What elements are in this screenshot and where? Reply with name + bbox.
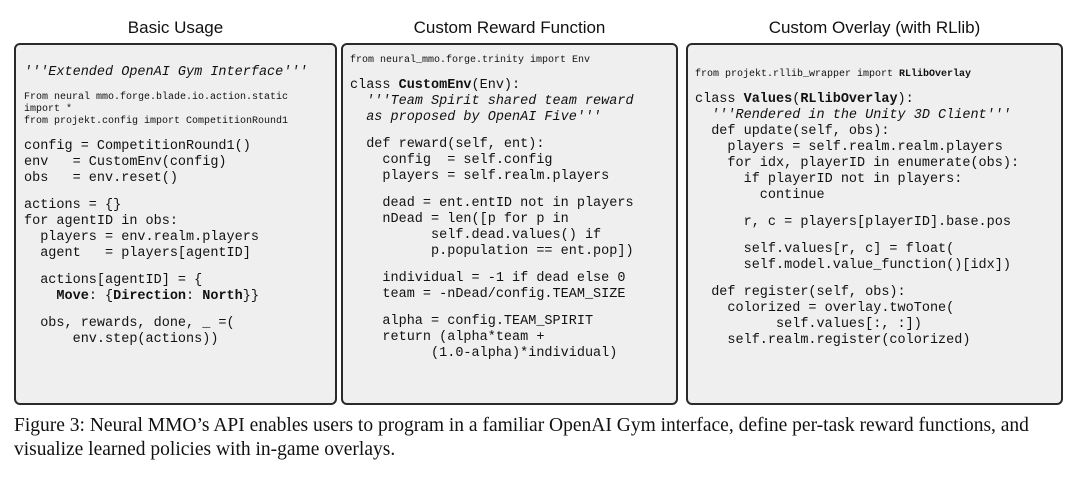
code-line: From neural mmo.forge.blade.io.action.st…	[24, 92, 289, 103]
code-line: colorized = overlay.twoTone(	[695, 301, 955, 316]
code-line: config = CompetitionRound1()	[24, 139, 251, 154]
code-line: continue	[695, 188, 825, 203]
code-keyword-bold: Direction	[113, 289, 187, 304]
code-line: '''Extended OpenAI Gym Interface'''	[24, 65, 308, 80]
code-line	[24, 128, 308, 139]
code-line	[350, 303, 634, 314]
code-line: for idx, playerID in enumerate(obs):	[695, 156, 1020, 171]
panel-title-custom-overlay: Custom Overlay (with RLlib)	[768, 18, 981, 37]
code-line: '''Rendered in the Unity 3D Client'''	[695, 108, 1011, 123]
code-line	[350, 185, 634, 196]
code-line: self.model.value_function()[idx])	[695, 258, 1011, 273]
code-line: return (alpha*team +	[350, 330, 545, 345]
code-keyword-bold: CustomEnv	[398, 78, 472, 93]
code-line: nDead = len([p for p in	[350, 212, 569, 227]
code-line	[695, 231, 1019, 242]
code-line: p.population == ent.pop])	[350, 244, 634, 259]
code-line	[695, 81, 1019, 92]
code-line: (1.0-alpha)*individual)	[350, 346, 618, 361]
code-line: self.values[r, c] = float(	[695, 242, 955, 257]
code-line: def update(self, obs):	[695, 124, 890, 139]
code-line: actions[agentID] = {	[24, 273, 203, 288]
code-line: def register(self, obs):	[695, 285, 906, 300]
code-line: individual = -1 if dead else 0	[350, 271, 626, 286]
code-line: env.step(actions))	[24, 332, 219, 347]
code-line: config = self.config	[350, 153, 553, 168]
code-line: team = -nDead/config.TEAM_SIZE	[350, 287, 626, 302]
panel-title-custom-reward: Custom Reward Function	[413, 18, 606, 37]
code-panel-custom-overlay: from projekt.rllib_wrapper import RLlibO…	[686, 43, 1063, 405]
code-line	[350, 260, 634, 271]
code-line: r, c = players[playerID].base.pos	[695, 215, 1011, 230]
code-keyword-bold: North	[202, 289, 243, 304]
code-line: class CustomEnv(Env):	[350, 78, 521, 93]
code-line: self.dead.values() if	[350, 228, 602, 243]
figure-caption: Figure 3: Neural MMO’s API enables users…	[14, 415, 1029, 460]
code-line	[695, 274, 1019, 285]
code-line: from neural_mmo.forge.trinity import Env	[350, 55, 591, 66]
code-line	[24, 262, 308, 273]
code-line: players = env.realm.players	[24, 230, 259, 245]
code-line: players = self.realm.players	[350, 169, 610, 184]
code-panel-custom-reward: from neural_mmo.forge.trinity import Env…	[341, 43, 678, 405]
code-block-custom-overlay: from projekt.rllib_wrapper import RLlibO…	[695, 69, 1019, 349]
code-panel-basic-usage: '''Extended OpenAI Gym Interface''' From …	[14, 43, 337, 405]
panel-title-basic-usage: Basic Usage	[127, 18, 224, 37]
code-line: dead = ent.entID not in players	[350, 196, 634, 211]
code-line	[24, 81, 308, 92]
code-line: obs = env.reset()	[24, 171, 178, 186]
code-keyword-bold: Move	[56, 289, 89, 304]
code-block-basic-usage: '''Extended OpenAI Gym Interface''' From …	[24, 65, 308, 348]
code-block-custom-reward: from neural_mmo.forge.trinity import Env…	[350, 55, 634, 362]
code-keyword-bold: Values	[743, 92, 793, 107]
code-line: actions = {}	[24, 198, 122, 213]
code-line: agent = players[agentID]	[24, 246, 251, 261]
code-line: from projekt.rllib_wrapper import RLlibO…	[695, 69, 972, 80]
code-line: alpha = config.TEAM_SPIRIT	[350, 314, 594, 329]
code-line: for agentID in obs:	[24, 214, 178, 229]
code-line: as proposed by OpenAI Five'''	[350, 110, 602, 125]
code-line: self.values[:, :])	[695, 317, 922, 332]
code-keyword-bold: RLlibOverlay	[800, 92, 898, 107]
code-line: import *	[24, 104, 73, 115]
code-line	[24, 187, 308, 198]
code-line	[695, 204, 1019, 215]
code-line	[24, 305, 308, 316]
code-line: self.realm.register(colorized)	[695, 333, 971, 348]
code-line: players = self.realm.realm.players	[695, 140, 1003, 155]
code-line: from projekt.config import CompetitionRo…	[24, 116, 289, 127]
code-line	[350, 126, 634, 137]
code-line: '''Team Spirit shared team reward	[350, 94, 634, 109]
code-line: def reward(self, ent):	[350, 137, 545, 152]
code-line: class Values(RLlibOverlay):	[695, 92, 914, 107]
code-line: env = CustomEnv(config)	[24, 155, 227, 170]
code-line	[350, 67, 634, 78]
code-line: if playerID not in players:	[695, 172, 963, 187]
code-line: obs, rewards, done, _ =(	[24, 316, 235, 331]
code-line: Move: {Direction: North}}	[56, 289, 259, 304]
code-keyword-bold: RLlibOverlay	[899, 69, 972, 80]
